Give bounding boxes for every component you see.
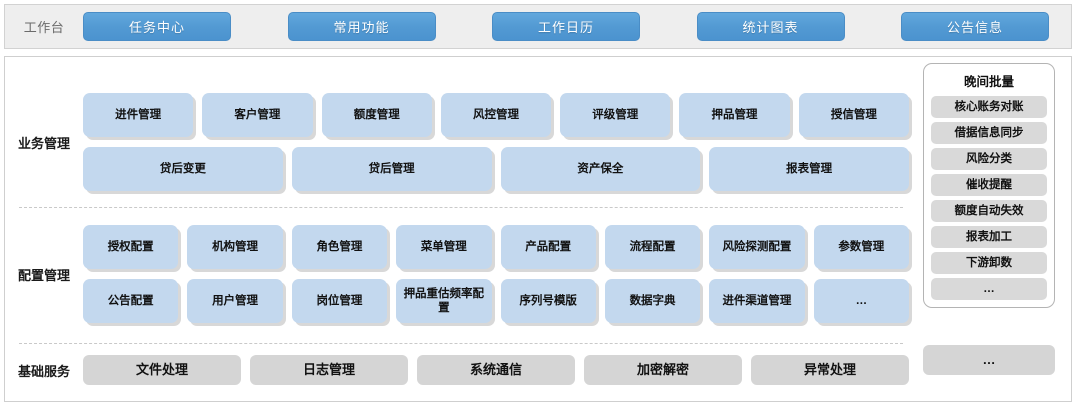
card-product-config[interactable]: 产品配置: [500, 225, 596, 269]
card-asset-preservation[interactable]: 资产保全: [500, 147, 701, 191]
section-divider-2: [19, 343, 903, 344]
config-row-1: 授权配置 机构管理 角色管理 菜单管理 产品配置 流程配置 风险探测配置 参数管…: [83, 225, 909, 269]
module-sections-column: 业务管理 进件管理 客户管理 额度管理 风控管理 评级管理 押品管理 授信管理 …: [5, 57, 917, 401]
batch-item-more[interactable]: …: [931, 278, 1047, 300]
tab-announcements[interactable]: 公告信息: [901, 12, 1049, 41]
batch-panel-more-button[interactable]: …: [923, 345, 1055, 375]
card-data-dictionary[interactable]: 数据字典: [604, 279, 701, 323]
card-config-more[interactable]: …: [813, 279, 909, 323]
batch-item-iou-info-sync[interactable]: 借据信息同步: [931, 122, 1047, 144]
batch-item-risk-classification[interactable]: 风险分类: [931, 148, 1047, 170]
card-post-loan-management[interactable]: 贷后管理: [291, 147, 492, 191]
batch-item-downstream-unload[interactable]: 下游卸数: [931, 252, 1047, 274]
night-batch-title: 晚间批量: [963, 75, 1014, 89]
batch-item-core-accounting-reconciliation[interactable]: 核心账务对账: [931, 96, 1047, 118]
card-post-loan-change[interactable]: 贷后变更: [83, 147, 283, 191]
card-incoming-management[interactable]: 进件管理: [83, 93, 194, 137]
card-system-communication[interactable]: 系统通信: [417, 355, 575, 385]
card-menu-management[interactable]: 菜单管理: [396, 225, 492, 269]
night-batch-panel: 晚间批量 核心账务对账 借据信息同步 风险分类 催收提醒 额度自动失效 报表加工…: [923, 63, 1055, 308]
business-rows: 进件管理 客户管理 额度管理 风控管理 评级管理 押品管理 授信管理 贷后变更 …: [83, 93, 917, 191]
card-announcement-config[interactable]: 公告配置: [83, 279, 179, 323]
card-credit-granting-management[interactable]: 授信管理: [798, 93, 909, 137]
card-risk-detection-config[interactable]: 风险探测配置: [709, 225, 805, 269]
config-rows: 授权配置 机构管理 角色管理 菜单管理 产品配置 流程配置 风险探测配置 参数管…: [83, 225, 917, 323]
card-encryption-decryption[interactable]: 加密解密: [584, 355, 742, 385]
night-batch-area: 晚间批量 核心账务对账 借据信息同步 风险分类 催收提醒 额度自动失效 报表加工…: [917, 57, 1071, 401]
section-label-business: 业务管理: [17, 135, 70, 151]
card-serial-number-template[interactable]: 序列号模版: [500, 279, 596, 323]
card-collateral-revaluation-frequency-config[interactable]: 押品重估频率配置: [396, 279, 492, 323]
tab-common-functions[interactable]: 常用功能: [287, 12, 436, 41]
batch-item-auto-limit-expiry[interactable]: 额度自动失效: [931, 200, 1047, 222]
card-report-management[interactable]: 报表管理: [709, 147, 909, 191]
section-label-config: 配置管理: [17, 267, 70, 283]
card-risk-control-management[interactable]: 风控管理: [440, 93, 552, 137]
basic-rows: 文件处理 日志管理 系统通信 加密解密 异常处理: [83, 355, 917, 385]
page-title: 工作台: [23, 20, 65, 35]
card-rating-management[interactable]: 评级管理: [560, 93, 671, 137]
card-incoming-channel-management[interactable]: 进件渠道管理: [709, 279, 805, 323]
card-customer-management[interactable]: 客户管理: [202, 93, 313, 137]
card-position-management[interactable]: 岗位管理: [291, 279, 388, 323]
section-divider-1: [19, 207, 903, 208]
section-business-management: 业务管理 进件管理 客户管理 额度管理 风控管理 评级管理 押品管理 授信管理 …: [5, 83, 917, 201]
module-map-frame: 业务管理 进件管理 客户管理 额度管理 风控管理 评级管理 押品管理 授信管理 …: [4, 56, 1072, 402]
section-config-management: 配置管理 授权配置 机构管理 角色管理 菜单管理 产品配置 流程配置 风险探测配…: [5, 209, 917, 339]
card-file-processing[interactable]: 文件处理: [83, 355, 241, 385]
tab-work-calendar[interactable]: 工作日历: [492, 12, 640, 41]
card-parameter-management[interactable]: 参数管理: [813, 225, 909, 269]
header-tab-list: 任务中心 常用功能 工作日历 统计图表 公告信息: [83, 12, 1071, 41]
card-user-management[interactable]: 用户管理: [187, 279, 283, 323]
card-log-management[interactable]: 日志管理: [250, 355, 408, 385]
basic-row-1: 文件处理 日志管理 系统通信 加密解密 异常处理: [83, 355, 909, 385]
card-organization-management[interactable]: 机构管理: [187, 225, 283, 269]
batch-item-collection-reminder[interactable]: 催收提醒: [931, 174, 1047, 196]
card-role-management[interactable]: 角色管理: [291, 225, 388, 269]
card-collateral-management[interactable]: 押品管理: [679, 93, 790, 137]
workbench-header-bar: 工作台 任务中心 常用功能 工作日历 统计图表 公告信息: [4, 4, 1072, 49]
card-exception-handling[interactable]: 异常处理: [751, 355, 909, 385]
tab-statistics-chart[interactable]: 统计图表: [696, 12, 845, 41]
card-credit-limit-management[interactable]: 额度管理: [321, 93, 432, 137]
section-label-basic: 基础服务: [17, 363, 70, 379]
business-row-2: 贷后变更 贷后管理 资产保全 报表管理: [83, 147, 909, 191]
card-authorization-config[interactable]: 授权配置: [83, 225, 179, 269]
tab-task-center[interactable]: 任务中心: [83, 12, 231, 41]
config-row-2: 公告配置 用户管理 岗位管理 押品重估频率配置 序列号模版 数据字典 进件渠道管…: [83, 279, 909, 323]
batch-item-report-processing[interactable]: 报表加工: [931, 226, 1047, 248]
card-process-config[interactable]: 流程配置: [604, 225, 701, 269]
section-basic-services: 基础服务 文件处理 日志管理 系统通信 加密解密 异常处理: [5, 349, 917, 391]
business-row-1: 进件管理 客户管理 额度管理 风控管理 评级管理 押品管理 授信管理: [83, 93, 909, 137]
